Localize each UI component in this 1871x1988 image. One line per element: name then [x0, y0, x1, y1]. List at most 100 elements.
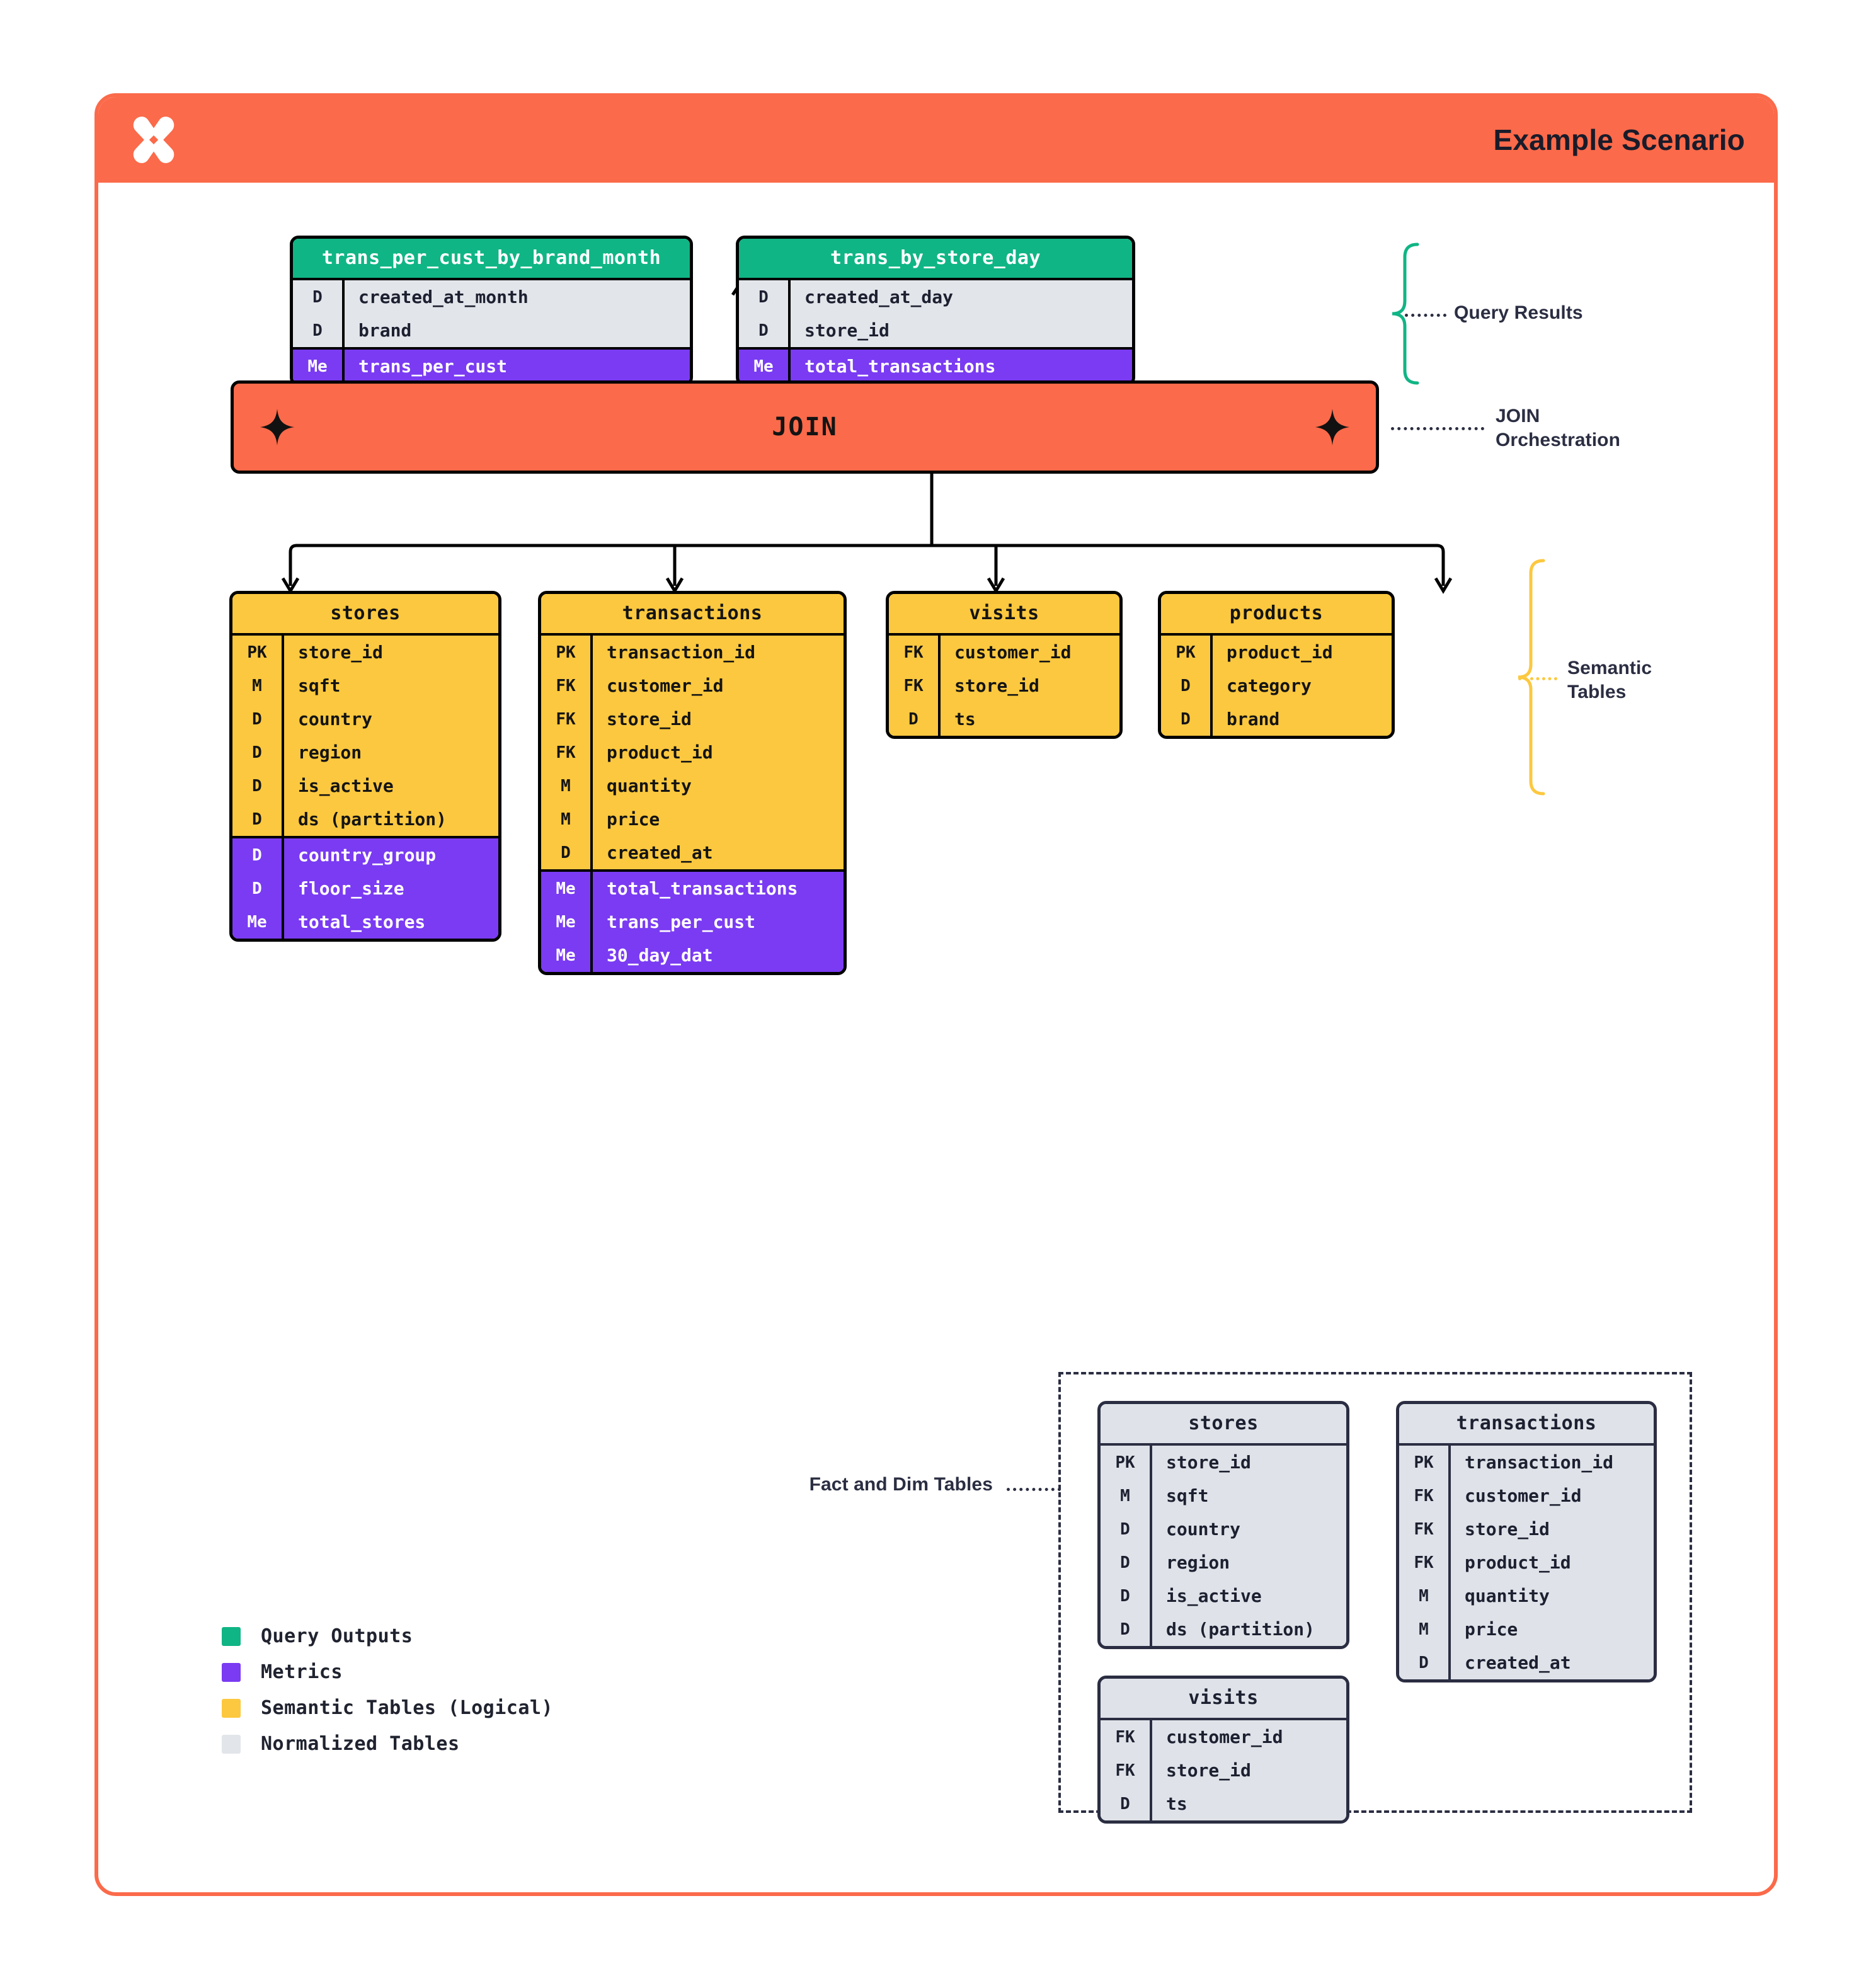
sparkle-icon: [1313, 408, 1352, 447]
row-field: category: [1210, 669, 1392, 702]
row-field: country: [282, 702, 498, 736]
row-field: customer_id: [1448, 1479, 1654, 1512]
legend-item-normalized-tables: Normalized Tables: [222, 1733, 553, 1755]
legend-item-metrics: Metrics: [222, 1661, 553, 1683]
annotation-semantic-tables: Semantic Tables: [1567, 656, 1652, 705]
table-row: D created_at_day: [739, 280, 1132, 314]
row-key: M: [561, 776, 571, 796]
table-row: Me trans_per_cust: [293, 350, 690, 383]
row-field: region: [1150, 1546, 1346, 1579]
row-key: M: [252, 676, 262, 695]
row-key: D: [1419, 1653, 1429, 1672]
table-header: trans_per_cust_by_brand_month: [293, 239, 690, 278]
row-field: store_id: [1448, 1512, 1654, 1546]
row-key: FK: [556, 709, 576, 729]
diagram-canvas: trans_per_cust_by_brand_month D created_…: [98, 183, 1774, 1892]
row-key: D: [758, 287, 769, 307]
row-field: transaction_id: [590, 636, 844, 669]
row-field: is_active: [282, 769, 498, 803]
row-field: ds (partition): [1150, 1613, 1346, 1646]
table-header: transactions: [1399, 1404, 1654, 1443]
row-key: Me: [556, 879, 576, 898]
row-key: M: [1419, 1586, 1429, 1606]
row-field: quantity: [1448, 1579, 1654, 1613]
dimension-group: D created_at_month D brand: [293, 280, 690, 347]
table-header: stores: [1101, 1404, 1346, 1443]
row-field: created_at_day: [788, 280, 1132, 314]
row-field: price: [1448, 1613, 1654, 1646]
row-field: created_at_month: [342, 280, 690, 314]
row-field: ts: [938, 702, 1119, 736]
row-key: D: [252, 809, 262, 829]
row-field: floor_size: [282, 872, 498, 905]
row-field: store_id: [938, 669, 1119, 702]
row-field: customer_id: [590, 669, 844, 702]
row-key: FK: [1414, 1553, 1434, 1572]
row-field: created_at: [590, 836, 844, 869]
row-field: is_active: [1150, 1579, 1346, 1613]
row-field: store_id: [1150, 1754, 1346, 1787]
table-row: D brand: [293, 314, 690, 347]
row-key: FK: [1414, 1486, 1434, 1505]
row-key: D: [312, 321, 323, 340]
row-key: Me: [247, 912, 267, 932]
row-key: Me: [556, 945, 576, 965]
row-key: D: [252, 743, 262, 762]
join-orchestration-box[interactable]: JOIN: [231, 380, 1379, 474]
row-key: D: [252, 776, 262, 796]
table-header: trans_by_store_day: [739, 239, 1132, 278]
legend-swatch: [222, 1734, 241, 1754]
row-key: PK: [247, 643, 267, 662]
row-key: D: [252, 879, 262, 898]
row-key: D: [561, 843, 571, 862]
row-key: D: [1181, 676, 1191, 695]
legend: Query Outputs Metrics Semantic Tables (L…: [222, 1625, 553, 1769]
row-field: sqft: [282, 669, 498, 702]
legend-label: Query Outputs: [261, 1625, 413, 1647]
table-trans-by-store-day[interactable]: trans_by_store_day D created_at_day D st…: [736, 236, 1135, 386]
table-trans-per-cust-by-brand-month[interactable]: trans_per_cust_by_brand_month D created_…: [290, 236, 693, 386]
row-key: D: [1120, 1620, 1130, 1639]
row-key: D: [1120, 1553, 1130, 1572]
row-key: Me: [307, 357, 328, 376]
row-field: customer_id: [938, 636, 1119, 669]
row-field: price: [590, 803, 844, 836]
row-field: region: [282, 736, 498, 769]
row-field: transaction_id: [1448, 1446, 1654, 1479]
row-field: ds (partition): [282, 803, 498, 836]
annotation-line-2: Tables: [1567, 682, 1627, 703]
